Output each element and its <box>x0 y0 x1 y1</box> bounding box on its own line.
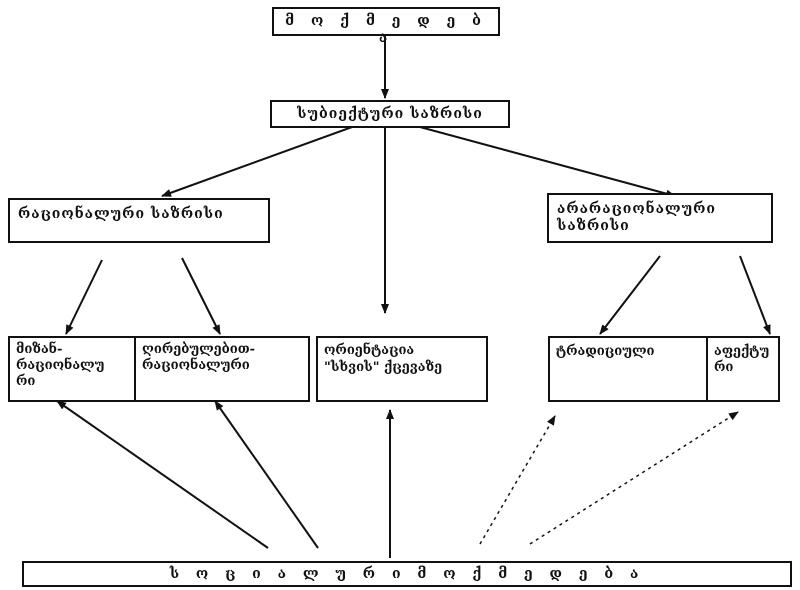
node-rational-meaning: რაციონალური საზრისი <box>8 198 270 243</box>
node-rational-types-box <box>8 336 310 402</box>
node-irrational-meaning: არარაციონალური საზრისი <box>547 193 773 243</box>
rational-types-divider <box>134 336 136 402</box>
node-affective: აფექტუ რი <box>714 344 770 375</box>
node-social-action: ს ო ც ი ა ლ უ რ ი მ ო ქ მ ე დ ე ბ ა <box>22 561 792 587</box>
node-irrational-types-box <box>548 336 780 402</box>
node-orientation-to-others: ორიენტაცია "სხვის" ქცევაზე <box>316 336 488 402</box>
edge-social-to-goal <box>56 400 269 549</box>
node-value-rational: ღირებულებით- რაციონალური <box>142 342 256 373</box>
node-action: მ ო ქ მ ე დ ე ბ ა <box>272 7 500 46</box>
edge-social-to-affective <box>529 411 739 545</box>
node-traditional: ტრადიციული <box>556 344 655 359</box>
edge-irrational-to-affective <box>739 255 771 335</box>
irrational-types-divider <box>706 336 708 402</box>
edge-irrational-to-traditional <box>599 255 661 335</box>
edge-subjective-to-irrational <box>419 126 676 198</box>
edge-rational-to-goal <box>65 259 103 335</box>
edge-social-to-traditional <box>479 415 556 545</box>
edge-social-to-value <box>214 400 319 549</box>
node-goal-rational: მიზან- რაციონალუ რი <box>16 342 105 389</box>
node-subjective-meaning: სუბიექტური საზრისი <box>270 100 510 128</box>
edge-subjective-to-rational <box>161 126 353 197</box>
edge-rational-to-value <box>181 257 221 335</box>
